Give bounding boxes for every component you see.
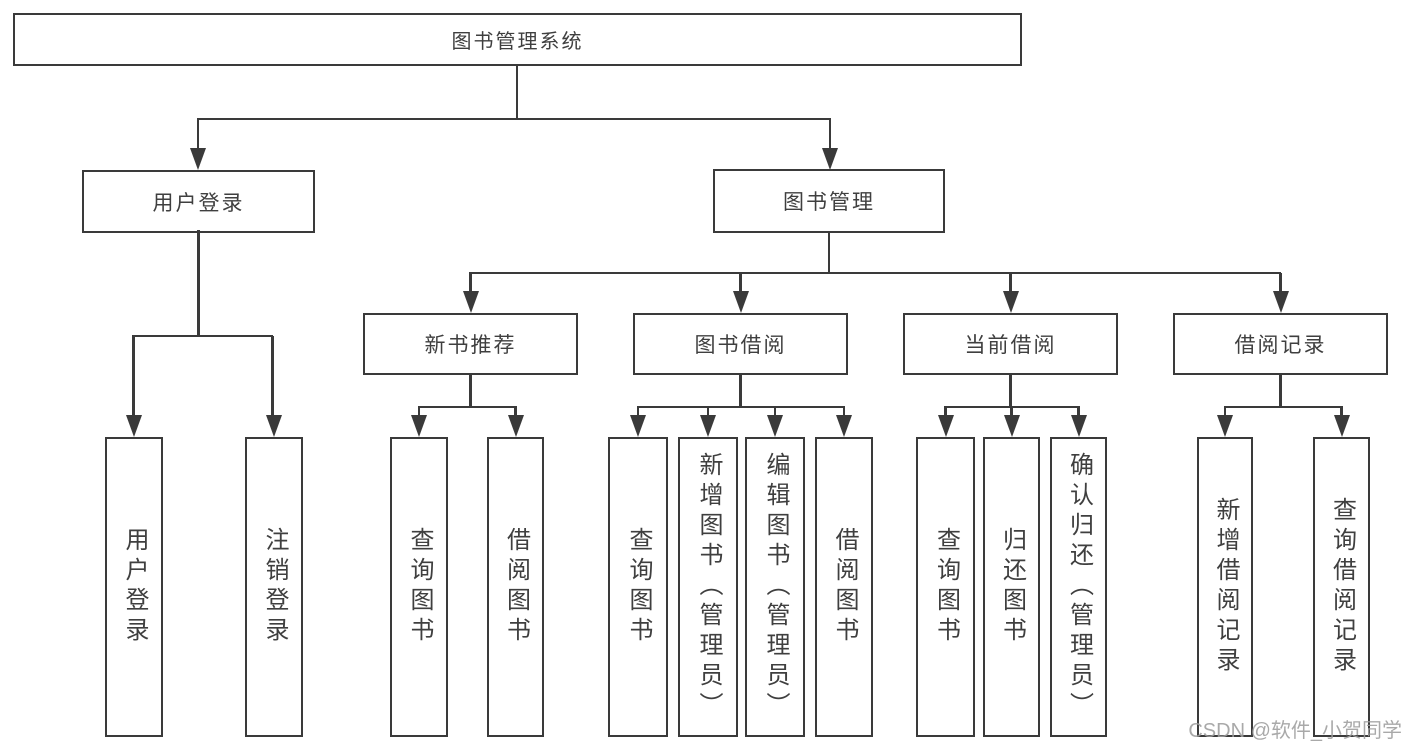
arrow-down-icon bbox=[822, 148, 838, 170]
leaf-query-books-borrowing: 查询图书 bbox=[608, 437, 668, 737]
arrow-down-icon bbox=[1217, 415, 1233, 437]
node-book-borrowing-label: 图书借阅 bbox=[694, 334, 787, 357]
leaf-borrow-books-recommend: 借阅图书 bbox=[487, 437, 544, 737]
arrow-down-icon bbox=[1070, 415, 1087, 437]
connector-line bbox=[1009, 273, 1012, 293]
node-book-management: 图书管理 bbox=[713, 169, 945, 233]
connector-line bbox=[739, 373, 742, 408]
connector-line bbox=[944, 407, 947, 419]
arrow-down-icon bbox=[190, 148, 206, 170]
connector-line bbox=[1010, 407, 1013, 419]
arrow-down-icon bbox=[732, 291, 749, 313]
connector-line bbox=[1279, 373, 1282, 408]
connector-line bbox=[773, 407, 777, 419]
leaf-add-books-admin-label: 新增图书（管理员） bbox=[695, 452, 722, 722]
connector-line bbox=[636, 405, 846, 409]
leaf-user-login: 用户登录 bbox=[105, 437, 163, 737]
connector-line bbox=[842, 407, 846, 419]
leaf-query-borrow-record-label: 查询借阅记录 bbox=[1328, 497, 1356, 677]
connector-line bbox=[515, 64, 519, 120]
connector-line bbox=[417, 407, 421, 419]
arrow-down-icon bbox=[630, 415, 646, 437]
arrow-down-icon bbox=[1002, 291, 1019, 313]
connector-line bbox=[1223, 405, 1343, 409]
node-root-label: 图书管理系统 bbox=[451, 31, 584, 53]
arrow-down-icon bbox=[266, 415, 282, 437]
csdn-watermark: CSDN @软件_小贺同学 bbox=[1188, 720, 1402, 742]
arrow-down-icon bbox=[767, 415, 783, 437]
node-current-borrowing: 当前借阅 bbox=[903, 313, 1118, 375]
connector-line bbox=[469, 271, 1282, 275]
leaf-return-books: 归还图书 bbox=[983, 437, 1040, 737]
connector-line bbox=[196, 119, 200, 150]
arrow-down-icon bbox=[836, 415, 852, 437]
node-new-book-recommend: 新书推荐 bbox=[363, 313, 578, 375]
leaf-user-login-label: 用户登录 bbox=[121, 527, 148, 647]
connector-line bbox=[1009, 373, 1012, 408]
leaf-logout-label: 注销登录 bbox=[261, 527, 288, 647]
connector-line bbox=[1223, 407, 1227, 419]
arrow-down-icon bbox=[1003, 415, 1020, 437]
connector-line bbox=[197, 117, 831, 121]
leaf-edit-books-admin: 编辑图书（管理员） bbox=[745, 437, 805, 737]
node-user-login-label: 用户登录 bbox=[152, 191, 245, 215]
node-book-management-label: 图书管理 bbox=[783, 191, 875, 214]
connector-line bbox=[197, 230, 200, 337]
leaf-query-borrow-record: 查询借阅记录 bbox=[1313, 437, 1370, 737]
connector-line bbox=[132, 334, 274, 338]
connector-line bbox=[469, 273, 472, 293]
leaf-query-books-borrowing-label: 查询图书 bbox=[625, 527, 652, 647]
connector-line bbox=[827, 231, 831, 274]
leaf-logout: 注销登录 bbox=[245, 437, 303, 737]
connector-line bbox=[1340, 407, 1343, 419]
connector-line bbox=[828, 119, 832, 150]
node-borrow-records: 借阅记录 bbox=[1173, 313, 1388, 375]
connector-line bbox=[469, 373, 472, 408]
leaf-borrow-books-label: 借阅图书 bbox=[831, 527, 858, 647]
leaf-add-borrow-record-label: 新增借阅记录 bbox=[1212, 497, 1239, 677]
node-borrow-records-label: 借阅记录 bbox=[1234, 334, 1327, 357]
arrow-down-icon bbox=[700, 415, 716, 437]
leaf-confirm-return-admin: 确认归还（管理员） bbox=[1050, 437, 1107, 737]
node-new-book-recommend-label: 新书推荐 bbox=[424, 334, 517, 357]
leaf-query-books-current-label: 查询图书 bbox=[932, 527, 960, 647]
leaf-confirm-return-admin-label: 确认归还（管理员） bbox=[1065, 452, 1093, 722]
arrow-down-icon bbox=[411, 415, 427, 437]
arrow-down-icon bbox=[937, 415, 954, 437]
leaf-query-books-current: 查询图书 bbox=[916, 437, 975, 737]
node-user-login: 用户登录 bbox=[82, 170, 315, 233]
connector-line bbox=[417, 405, 517, 409]
node-root: 图书管理系统 bbox=[13, 13, 1022, 66]
node-book-borrowing: 图书借阅 bbox=[633, 313, 848, 375]
connector-line bbox=[739, 273, 742, 293]
leaf-query-books-recommend-label: 查询图书 bbox=[406, 527, 433, 647]
leaf-add-borrow-record: 新增借阅记录 bbox=[1197, 437, 1253, 737]
arrow-down-icon bbox=[126, 415, 142, 437]
arrow-down-icon bbox=[1333, 415, 1350, 437]
leaf-return-books-label: 归还图书 bbox=[998, 527, 1026, 647]
leaf-borrow-books: 借阅图书 bbox=[815, 437, 873, 737]
connector-line bbox=[636, 407, 640, 419]
connector-line bbox=[1279, 273, 1282, 293]
leaf-borrow-books-recommend-label: 借阅图书 bbox=[502, 527, 530, 647]
connector-line bbox=[514, 407, 517, 419]
arrow-down-icon bbox=[1272, 291, 1289, 313]
leaf-add-books-admin: 新增图书（管理员） bbox=[678, 437, 738, 737]
node-current-borrowing-label: 当前借阅 bbox=[964, 334, 1057, 357]
arrow-down-icon bbox=[507, 415, 524, 437]
leaf-edit-books-admin-label: 编辑图书（管理员） bbox=[762, 452, 789, 722]
connector-line bbox=[271, 336, 274, 417]
connector-line bbox=[706, 407, 710, 419]
arrow-down-icon bbox=[462, 291, 479, 313]
leaf-query-books-recommend: 查询图书 bbox=[390, 437, 448, 737]
connector-line bbox=[1077, 407, 1080, 419]
connector-line bbox=[132, 336, 135, 417]
